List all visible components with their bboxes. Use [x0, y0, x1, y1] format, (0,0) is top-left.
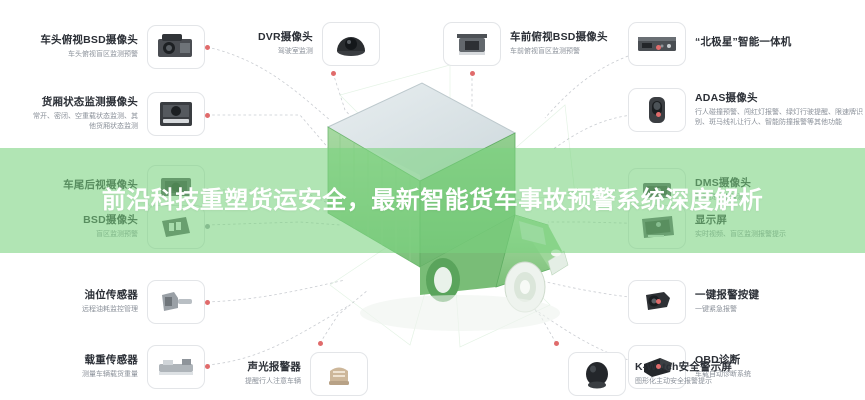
connector-dot	[656, 299, 661, 304]
connector-dot	[205, 364, 210, 369]
part-desc: 常开、密闭、空重载状态监测、其他货厢状态监测	[33, 112, 138, 130]
part-title: 车前俯视BSD摄像头	[510, 31, 608, 44]
part-item-front-overhead-bsd[interactable]: 车头俯视BSD摄像头 车头俯视盲区监测预警	[30, 25, 205, 69]
connector-dot	[656, 45, 661, 50]
part-desc: 车前俯视盲区监测预警	[510, 47, 580, 55]
part-item-panic-button[interactable]: 一键报警按键 一键紧急报警	[628, 280, 759, 324]
part-desc: 远程油耗监控管理	[82, 305, 138, 313]
connector-dot	[656, 364, 661, 369]
part-title: 载重传感器	[84, 354, 138, 367]
camera-cargo-icon	[147, 92, 205, 136]
part-title: OBD诊断	[695, 354, 741, 367]
kwatch-screen-icon	[568, 352, 626, 396]
part-title: 车头俯视BSD摄像头	[40, 34, 138, 47]
part-desc: 提醒行人注意车辆	[245, 377, 301, 385]
part-item-cargo-status-camera[interactable]: 货厢状态监测摄像头 常开、密闭、空重载状态监测、其他货厢状态监测	[30, 92, 205, 136]
part-item-load-sensor[interactable]: 载重传感器 测量车辆载货重量	[30, 345, 205, 389]
connector-dot	[470, 71, 475, 76]
front-camera-icon	[443, 22, 501, 66]
part-item-kwatch-screen[interactable]: K-Watch安全警示屏 图形化主动安全报警提示	[568, 352, 732, 396]
part-desc: 图形化主动安全报警提示	[635, 377, 712, 385]
connector-dot	[205, 300, 210, 305]
part-item-adas-camera[interactable]: ADAS摄像头 行人碰撞预警、闯红灯报警、绿灯行驶提醒、限速牌识别、斑马线礼让行…	[628, 88, 863, 132]
part-desc: 车载自动诊断系统	[695, 370, 751, 378]
part-title: ADAS摄像头	[695, 92, 758, 105]
headline-overlay-band: 前沿科技重塑货运安全，最新智能货车事故预警系统深度解析	[0, 148, 865, 253]
connector-dot	[205, 45, 210, 50]
dome-camera-icon	[321, 22, 380, 66]
siren-icon	[310, 352, 368, 396]
connector-dot	[656, 112, 661, 117]
part-title: 声光报警器	[247, 361, 301, 374]
adas-camera-icon	[628, 88, 686, 132]
part-item-fuel-sensor[interactable]: 油位传感器 远程油耗监控管理	[30, 280, 205, 324]
part-title: 货厢状态监测摄像头	[41, 96, 138, 109]
part-title: 一键报警按键	[695, 289, 760, 302]
connector-dot	[554, 341, 559, 346]
connector-dot	[331, 71, 336, 76]
part-desc: 车头俯视盲区监测预警	[68, 50, 138, 58]
part-title: “北极星”智能一体机	[695, 36, 792, 49]
part-title: 油位传感器	[84, 289, 138, 302]
fuel-sensor-icon	[147, 280, 205, 324]
polaris-unit-icon	[628, 22, 686, 66]
part-item-front-overhead-camera[interactable]: 车前俯视BSD摄像头 车前俯视盲区监测预警	[443, 22, 608, 66]
connector-dot	[205, 113, 210, 118]
part-item-polaris-unit[interactable]: “北极星”智能一体机	[628, 22, 792, 66]
connector-dot	[318, 341, 323, 346]
part-desc: 一键紧急报警	[695, 305, 737, 313]
part-title: DVR摄像头	[258, 31, 313, 44]
part-desc: 驾驶室监测	[277, 47, 313, 55]
part-desc: 测量车辆载货重量	[82, 370, 138, 378]
part-item-siren[interactable]: 声光报警器 提醒行人注意车辆	[245, 352, 368, 396]
part-item-dvr-camera[interactable]: DVR摄像头 驾驶室监测	[258, 22, 380, 66]
part-title: K-Watch安全警示屏	[635, 361, 733, 374]
load-sensor-icon	[147, 345, 205, 389]
part-desc: 行人碰撞预警、闯红灯报警、绿灯行驶提醒、限速牌识别、斑马线礼让行人、智能防撞报警…	[695, 108, 863, 126]
camera-bsd-icon	[147, 25, 205, 69]
headline-text: 前沿科技重塑货运安全，最新智能货车事故预警系统深度解析	[101, 186, 764, 214]
